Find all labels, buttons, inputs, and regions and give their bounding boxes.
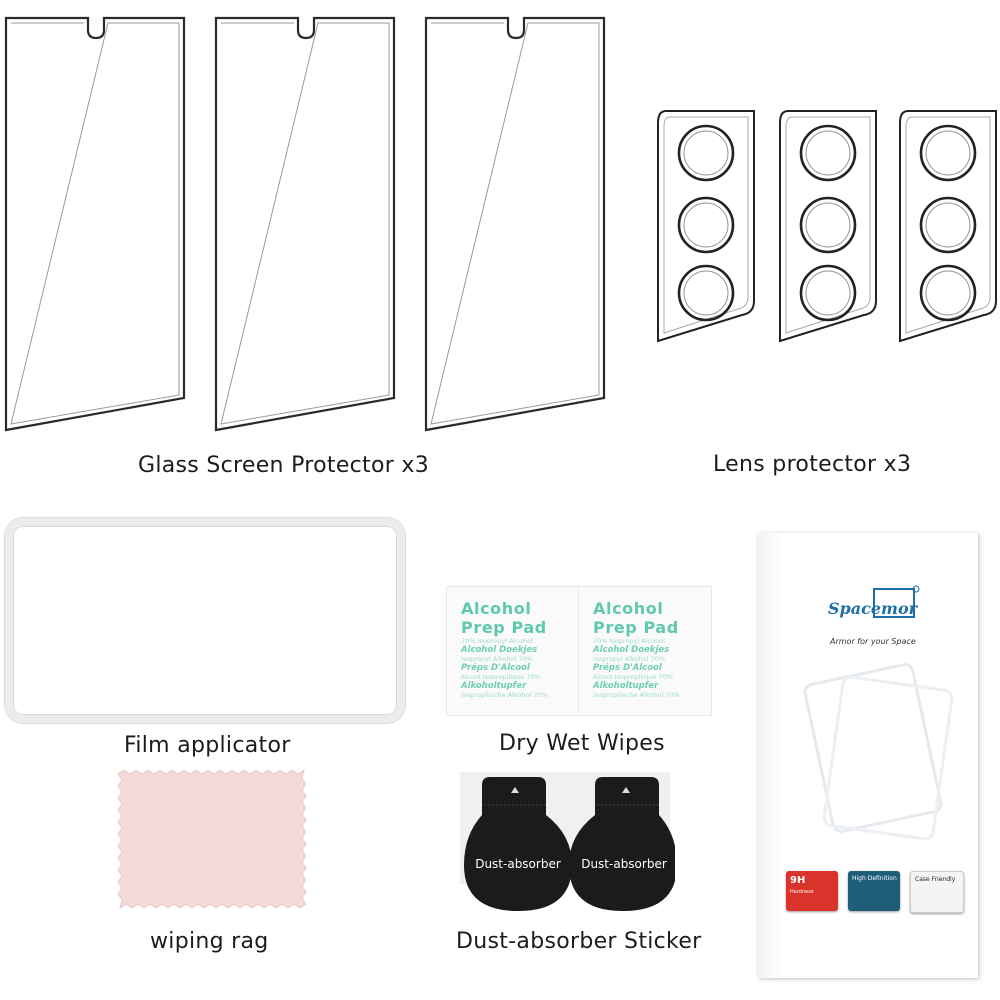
pad-line-4: Préps D'Alcool xyxy=(461,663,530,673)
pad-line-3: Isopropyl Alkohol 70% xyxy=(461,655,533,663)
pad-line-2: Alcohol Doekjes xyxy=(461,645,538,655)
alcohol-prep-pad-1: Alcohol Prep Pad 70% Isopropyl Alcohol A… xyxy=(446,586,580,716)
pad-title-2: Prep Pad xyxy=(593,618,679,637)
wiping-rag xyxy=(117,768,307,910)
lens-protector-3 xyxy=(899,110,997,343)
screen-protector-caption: Glass Screen Protector x3 xyxy=(138,453,429,478)
pad-line-6: Alkoholtupfer xyxy=(593,681,659,691)
box-brand: Spacemor xyxy=(828,599,918,618)
pad-line-7: Isopropilische Alkohol 70% xyxy=(593,691,680,699)
film-applicator-caption: Film applicator xyxy=(124,733,291,758)
pad-line-7: Isopropilische Alkohol 70% xyxy=(461,691,548,699)
pad-line-6: Alkoholtupfer xyxy=(461,681,527,691)
pad-title-1: Alcohol xyxy=(461,599,532,618)
screen-protector-1 xyxy=(4,16,186,432)
pad-line-5: Alcool Isopropilique 70% xyxy=(461,673,541,681)
badge-case-label: Case Friendly xyxy=(915,876,956,883)
dust-absorber-stickers xyxy=(464,777,675,911)
wiping-rag-caption: wiping rag xyxy=(150,929,269,954)
spacemor-logo-icon xyxy=(873,585,920,618)
badge-high-definition: High Definition xyxy=(848,871,900,911)
badge-9h-hardness: 9H Hardness xyxy=(786,871,838,911)
alcohol-prep-pad-2: Alcohol Prep Pad 70% Isopropyl Alcohol A… xyxy=(578,586,712,716)
lens-protector-1 xyxy=(657,110,755,343)
pad-title-2: Prep Pad xyxy=(461,618,547,637)
pad-line-3: Isopropyl Alkohol 70% xyxy=(593,655,665,663)
dust-absorber-caption: Dust-absorber Sticker xyxy=(456,929,702,954)
badge-case-friendly: Case Friendly xyxy=(910,871,964,913)
screen-protector-3 xyxy=(424,16,606,432)
box-tagline: Armor for your Space xyxy=(830,637,916,646)
pad-line-4: Préps D'Alcool xyxy=(593,663,662,673)
pad-line-5: Alcool Isopropilique 70% xyxy=(593,673,673,681)
dust-absorber-label-2: Dust-absorber xyxy=(581,857,667,871)
badge-9h-label: 9H xyxy=(790,875,806,886)
pad-line-1: 70% Isopropyl Alcohol xyxy=(461,637,533,645)
badge-9h-sub: Hardness xyxy=(790,889,814,895)
screen-protector-2 xyxy=(214,16,396,432)
dust-absorber-label-1: Dust-absorber xyxy=(475,857,561,871)
lens-protector-caption: Lens protector x3 xyxy=(713,452,912,477)
wipes-caption: Dry Wet Wipes xyxy=(499,731,665,756)
pad-title-1: Alcohol xyxy=(593,599,664,618)
badge-hd-label: High Definition xyxy=(852,875,897,882)
box-watermark xyxy=(803,663,954,841)
film-applicator xyxy=(5,518,405,723)
product-box: Spacemor Armor for your Space 9H Hardnes… xyxy=(758,533,978,978)
pad-line-1: 70% Isopropyl Alcohol xyxy=(593,637,665,645)
lens-protector-2 xyxy=(779,110,877,343)
pad-line-2: Alcohol Doekjes xyxy=(593,645,670,655)
